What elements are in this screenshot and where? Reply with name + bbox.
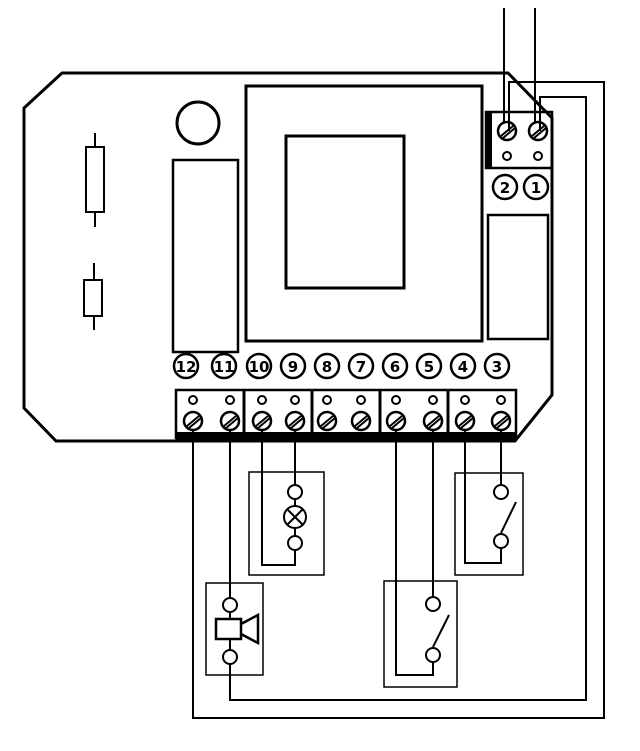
screw-terminal-2 [496, 120, 518, 161]
switch-icon [500, 501, 517, 534]
terminal-label-9: 9 [288, 358, 298, 376]
resistor-a [85, 133, 105, 227]
supply-wires [192, 8, 605, 719]
capacitor [175, 100, 221, 146]
terminal-label-3: 3 [492, 358, 502, 376]
terminal-label-6: 6 [390, 358, 400, 376]
siren-icon [214, 612, 260, 646]
terminal-labels-bottom: 12 11 10 9 8 7 6 5 4 3 [172, 352, 511, 380]
transformer [244, 84, 484, 343]
terminal-label-1: 1 [531, 179, 541, 197]
relay-left [171, 158, 240, 354]
relay-right [486, 213, 550, 341]
terminal-label-8: 8 [322, 358, 332, 376]
lamp-icon [283, 505, 307, 529]
switch-circuit-a [383, 430, 458, 688]
terminal-label-11: 11 [214, 358, 235, 376]
screw-terminal-1 [527, 120, 549, 161]
terminal-label-4: 4 [458, 358, 468, 376]
screw-terminal-11 [219, 395, 241, 432]
terminal-label-2: 2 [500, 179, 510, 197]
screw-terminal-9 [284, 395, 306, 432]
terminal-block-top [484, 110, 554, 170]
terminal-label-ring [491, 173, 519, 201]
screw-terminal-7 [350, 395, 372, 432]
terminal-block-bottom [174, 388, 518, 440]
screw-terminal-8 [316, 395, 338, 432]
screw-terminal-3 [490, 395, 512, 432]
transformer-core [284, 134, 406, 290]
lamp-circuit [248, 430, 325, 576]
switch-circuit-b [454, 430, 524, 576]
terminal-label-ring [522, 173, 550, 201]
terminal-labels-top: 2 1 [491, 173, 550, 201]
terminal-label-10: 10 [249, 358, 270, 376]
siren-circuit [205, 430, 264, 676]
screw-terminal-6 [385, 395, 407, 432]
terminal-label-7: 7 [356, 358, 366, 376]
screw-terminal-4 [454, 395, 476, 432]
switch-icon [432, 614, 450, 648]
resistor-b [83, 263, 103, 330]
screw-terminals-bottom [182, 395, 512, 432]
screw-terminal-12 [182, 395, 204, 432]
screw-terminal-5 [422, 395, 444, 432]
screw-terminal-10 [251, 395, 273, 432]
board-outline [22, 71, 554, 443]
terminal-label-12: 12 [176, 358, 197, 376]
terminal-label-5: 5 [424, 358, 434, 376]
